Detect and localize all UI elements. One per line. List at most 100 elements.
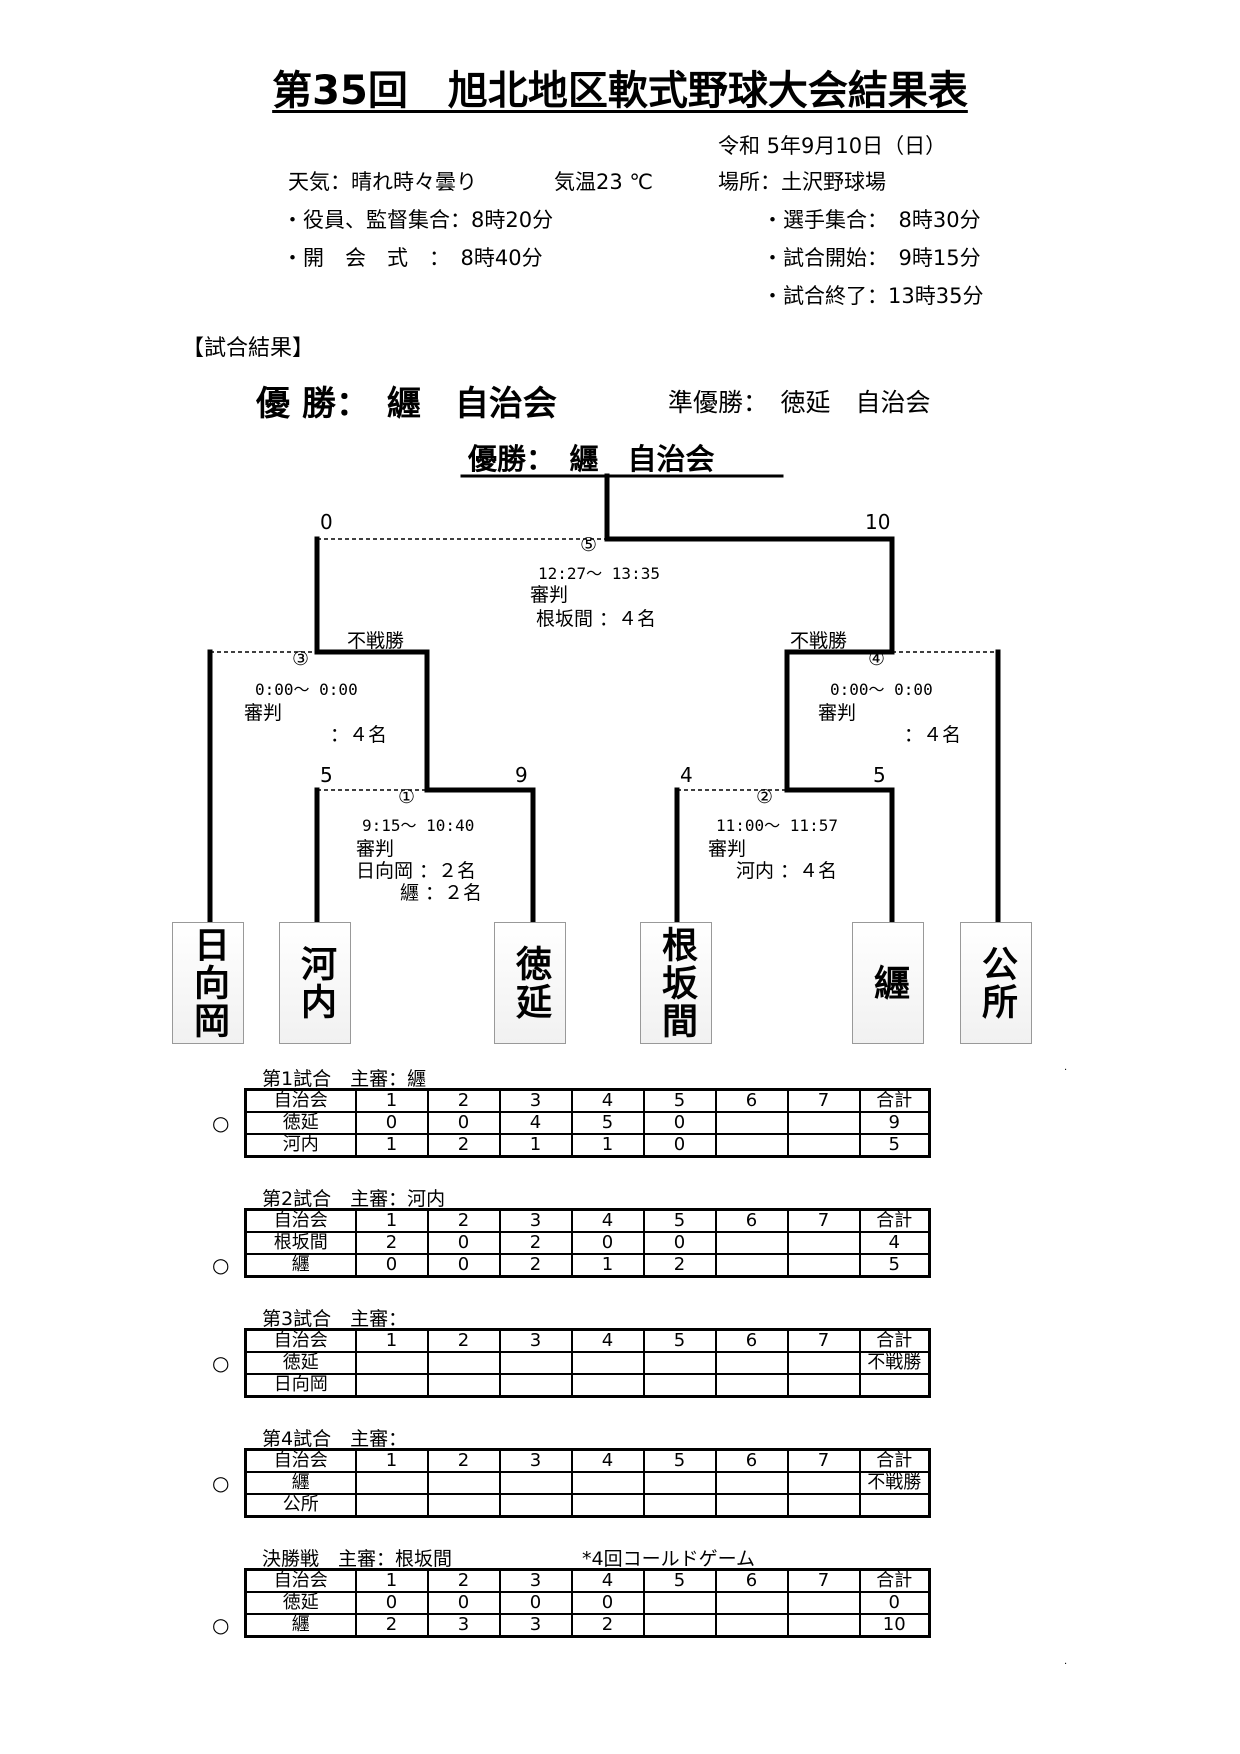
score-cell [786, 1613, 861, 1638]
score-cell: 1 [570, 1253, 645, 1278]
header-cell: 6 [714, 1568, 789, 1593]
score-cell: 2 [498, 1253, 573, 1278]
score-cell [786, 1493, 861, 1518]
header-cell: 7 [786, 1328, 861, 1353]
header-cell: 合計 [858, 1328, 931, 1353]
header-cell: 7 [786, 1448, 861, 1473]
score-cell [498, 1471, 573, 1495]
venue: 場所：土沢野球場 [718, 170, 886, 194]
team-box-nesakama: 根坂間 [640, 922, 712, 1044]
score-cell: 5 [570, 1111, 645, 1135]
score-cell [354, 1471, 429, 1495]
score-cell [714, 1591, 789, 1615]
final-game-number: ⑤ [580, 534, 598, 556]
score-cell [786, 1231, 861, 1255]
semi-right-umpire-detail: ：４名 [904, 724, 962, 746]
semi-left-umpire-detail: ：４名 [330, 724, 388, 746]
header-cell: 4 [570, 1088, 645, 1113]
score-cell: 0 [354, 1111, 429, 1135]
team-name-cell: 纒 [244, 1253, 357, 1278]
score-cell: 4 [498, 1111, 573, 1135]
score-cell: 5 [858, 1253, 931, 1278]
score-cell [714, 1613, 789, 1638]
scoreboard-note: *4回コールドゲーム [582, 1548, 756, 1570]
semi-right-time: 0:00～ 0:00 [830, 680, 933, 699]
score-cell: 0 [570, 1591, 645, 1615]
score-cell: 0 [642, 1231, 717, 1255]
semi-right-game-number: ④ [868, 648, 886, 670]
header-cell: 6 [714, 1448, 789, 1473]
score-cell: 1 [570, 1133, 645, 1158]
score-cell: 0 [426, 1591, 501, 1615]
scoreboard-label: 決勝戦 主審：根坂間 [262, 1548, 453, 1570]
team-box-matoi: 纒 [852, 922, 924, 1044]
score-cell [642, 1493, 717, 1518]
players-gather-time: ・選手集合： 8時30分 [762, 208, 981, 232]
header-cell: 3 [498, 1208, 573, 1233]
game1-time: 9:15～ 10:40 [362, 816, 475, 835]
score-cell [642, 1373, 717, 1398]
weather: 天気：晴れ時々曇り [288, 170, 477, 194]
winner-mark: ○ [212, 1111, 230, 1135]
score-cell: 2 [426, 1133, 501, 1158]
team-name-cell: 纒 [244, 1471, 357, 1495]
scoreboard-label: 第1試合 主審：纒 [262, 1068, 427, 1090]
score-cell: 2 [354, 1231, 429, 1255]
score-cell: 1 [498, 1133, 573, 1158]
score-cell: 2 [498, 1231, 573, 1255]
table-row: 日向岡 [244, 1373, 931, 1398]
header-cell: 5 [642, 1208, 717, 1233]
score-cell: 2 [570, 1613, 645, 1638]
score-cell [786, 1253, 861, 1278]
score-cell [570, 1471, 645, 1495]
score-cell: 5 [858, 1133, 931, 1158]
score-cell [714, 1373, 789, 1398]
score-cell: 0 [354, 1591, 429, 1615]
score-cell: 不戦勝 [858, 1351, 931, 1375]
score-cell: 0 [426, 1111, 501, 1135]
score-cell [498, 1493, 573, 1518]
score-cell: 3 [498, 1613, 573, 1638]
header-cell: 2 [426, 1568, 501, 1593]
winner-mark: ○ [212, 1471, 230, 1495]
score-cell: 0 [354, 1253, 429, 1278]
score-cell: 9 [858, 1111, 931, 1135]
header-cell: 自治会 [244, 1568, 357, 1593]
team-box-hinataoka: 日向岡 [172, 922, 244, 1044]
score-cell [714, 1493, 789, 1518]
score-cell [714, 1471, 789, 1495]
stray-dot: . [1064, 1656, 1068, 1667]
champion-label: 優勝： 纒 自治会 [468, 442, 715, 476]
team-name-cell: 徳延 [244, 1591, 357, 1615]
header-cell: 6 [714, 1328, 789, 1353]
header-cell: 6 [714, 1208, 789, 1233]
score-cell: 2 [642, 1253, 717, 1278]
header-cell: 合計 [858, 1208, 931, 1233]
game2-umpire-line1: 河内 ：４名 [736, 860, 838, 882]
score-cell: 3 [426, 1613, 501, 1638]
semi-left-umpire-label: 審判 [244, 702, 283, 724]
team-box-tokunobu: 徳延 [494, 922, 566, 1044]
semi-right-result: 不戦勝 [790, 630, 848, 652]
final-umpire-detail: 根坂間 ：４名 [536, 608, 657, 630]
scoreboard-label: 第3試合 主審： [262, 1308, 408, 1330]
header-cell: 4 [570, 1328, 645, 1353]
header-cell: 自治会 [244, 1208, 357, 1233]
game1-score-left: 5 [320, 763, 333, 787]
officials-gather-time: ・役員、監督集合：8時20分 [282, 208, 554, 232]
score-cell: 0 [642, 1111, 717, 1135]
score-cell [786, 1373, 861, 1398]
score-cell [786, 1591, 861, 1615]
score-cell: 0 [570, 1231, 645, 1255]
score-cell [786, 1111, 861, 1135]
game2-score-left: 4 [680, 763, 693, 787]
game1-umpire-line1: 日向岡 ：２名 [356, 860, 477, 882]
